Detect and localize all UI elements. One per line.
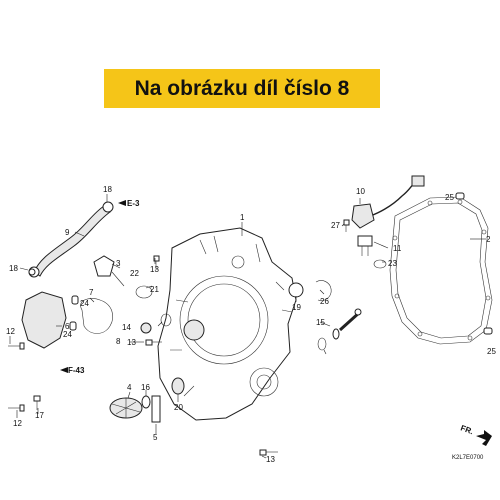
part-label-21: 21	[150, 285, 159, 294]
bolts-part-12	[8, 342, 25, 412]
shaft-15	[332, 308, 362, 340]
part-label-2: 2	[486, 235, 491, 244]
kick-boss-inner	[256, 374, 272, 390]
part-label-19: 19	[292, 303, 301, 312]
part-label-24a: 24	[80, 299, 89, 308]
part-label-5: 5	[153, 433, 158, 442]
bearing-19	[288, 282, 304, 298]
part-label-10: 10	[356, 187, 365, 196]
bolt-17	[33, 395, 41, 410]
center-bearing-seat	[183, 319, 205, 341]
part-label-18b: 18	[9, 264, 18, 273]
highlight-banner: Na obrázku díl číslo 8	[104, 69, 380, 108]
part-label-25b: 25	[487, 347, 496, 356]
hose-clamp-18-top	[102, 201, 114, 213]
oil-seal-20	[171, 377, 185, 395]
part-label-13b: 13	[127, 338, 136, 347]
kick-boss	[249, 367, 279, 397]
gasket-dowel-pins	[455, 192, 493, 335]
o-ring-part-22	[135, 285, 153, 299]
banner-text: Na obrázku díl číslo 8	[134, 76, 350, 100]
connector-10	[411, 175, 425, 187]
part-label-6: 6	[65, 322, 70, 331]
bolt-27	[343, 219, 350, 232]
part-label-3: 3	[116, 259, 121, 268]
part-label-8: 8	[116, 337, 121, 346]
fr-label: FR.	[459, 423, 474, 436]
oil-filler-hole	[231, 255, 245, 269]
part-label-17: 17	[35, 411, 44, 420]
part-label-25a: 25	[445, 193, 454, 202]
cover-ribs	[170, 235, 293, 397]
diagram-code: K2L7E0700	[452, 455, 484, 461]
part-label-14: 14	[122, 323, 131, 332]
water-pump-part-6	[21, 291, 67, 349]
seal-16	[141, 395, 151, 409]
part-label-9: 9	[65, 228, 70, 237]
shaft-part-5	[151, 395, 161, 423]
part-label-18a: 18	[103, 185, 112, 194]
part-label-1: 1	[240, 213, 245, 222]
leader-lines	[9, 194, 486, 459]
fr-arrow-icon	[476, 430, 492, 446]
sensor-part-3	[93, 255, 115, 277]
sensor-body-10	[351, 203, 375, 229]
dowels-24	[69, 295, 79, 331]
e3-ref-label: E-3	[127, 199, 140, 208]
sensor-probe	[111, 271, 125, 287]
impeller-part-4	[109, 397, 143, 419]
part-label-16: 16	[141, 383, 150, 392]
part-label-24b: 24	[63, 330, 72, 339]
front-direction-indicator: FR.	[459, 423, 492, 446]
f43-ref-label: F-43	[68, 366, 85, 375]
clutch-housing-boss-inner	[187, 283, 261, 357]
gasket-bolt-holes	[392, 199, 491, 341]
f43-ref-arrow: F-43	[60, 366, 85, 375]
e3-ref-arrow: E-3	[118, 199, 140, 208]
water-hose-part-9	[33, 205, 111, 277]
part-label-23: 23	[388, 259, 397, 268]
gasket-part-2	[389, 196, 493, 345]
part-label-4: 4	[127, 383, 132, 392]
circlip-26	[315, 280, 332, 301]
bolt-13-bottom	[259, 449, 278, 456]
part-label-15: 15	[316, 318, 325, 327]
bolt-13-top	[153, 255, 160, 270]
part-label-7: 7	[89, 288, 94, 297]
gasket-inner-outline	[395, 202, 487, 339]
bolt-13-lower	[145, 339, 162, 346]
part-number-labels: 1 2 3 4 5 6 7 8 9 10 11 12 12 13 13 13 1…	[6, 185, 496, 464]
sensor-11	[357, 235, 373, 256]
clamp-18-left	[28, 268, 36, 276]
seal-25-left	[317, 337, 327, 351]
part-label-13c: 13	[266, 455, 275, 464]
clutch-housing-boss	[179, 275, 269, 365]
part-label-12a: 12	[6, 327, 15, 336]
washer-21	[160, 313, 172, 327]
o-ring-23	[373, 259, 387, 269]
part-label-13a: 13	[150, 265, 159, 274]
pump-gasket-part-7	[80, 298, 113, 334]
part-label-11: 11	[393, 244, 402, 253]
part-label-27: 27	[331, 221, 340, 230]
part-label-26: 26	[320, 297, 329, 306]
part-label-22: 22	[130, 269, 139, 278]
part-label-20: 20	[174, 403, 183, 412]
plug-14	[140, 322, 152, 334]
part-label-12b: 12	[13, 419, 22, 428]
